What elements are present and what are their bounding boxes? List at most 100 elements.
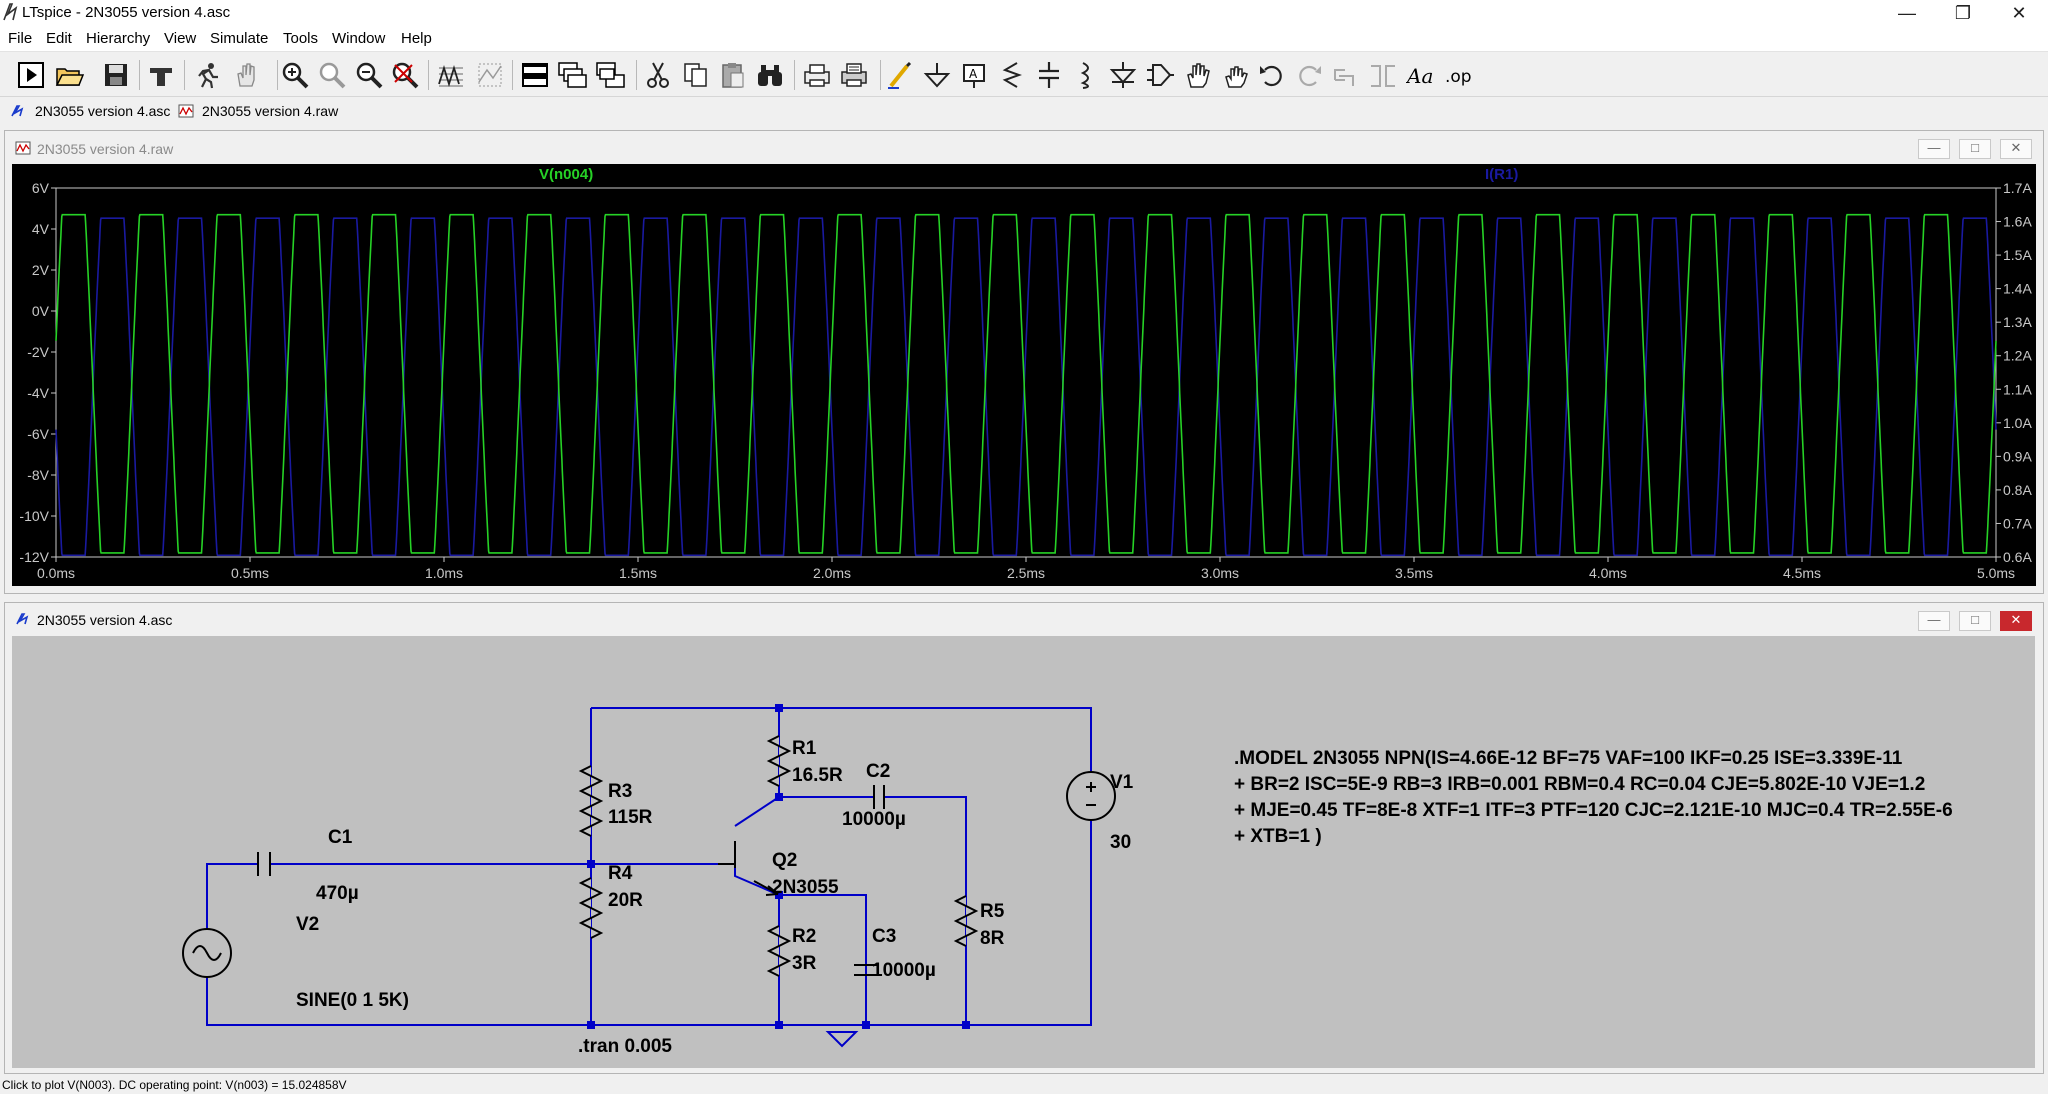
menu-view[interactable]: View <box>164 30 197 47</box>
model-line-4: + XTB=1 ) <box>1234 826 1322 847</box>
y-right-tick-label: 1.4A <box>2003 281 2032 297</box>
undo-icon[interactable] <box>1257 60 1287 90</box>
zoom-area-icon[interactable] <box>317 60 347 90</box>
y-right-tick-label: 0.9A <box>2003 448 2032 464</box>
v2-name: V2 <box>296 914 319 935</box>
menu-help[interactable]: Help <box>401 30 432 47</box>
menu-hierarchy[interactable]: Hierarchy <box>86 30 151 47</box>
junctions <box>587 704 970 1029</box>
y-right-tick-label: 0.6A <box>2003 549 2032 565</box>
print-setup-icon[interactable] <box>839 60 869 90</box>
control-panel-icon[interactable] <box>146 60 176 90</box>
zoom-out-icon[interactable] <box>354 60 384 90</box>
rotate-icon[interactable] <box>1331 60 1361 90</box>
x-tick-label: 5.0ms <box>1977 565 2015 581</box>
model-line-1: .MODEL 2N3055 NPN(IS=4.66E-12 BF=75 VAF=… <box>1234 748 1903 769</box>
r1-name: R1 <box>792 738 817 759</box>
label-net-icon[interactable]: A <box>959 60 989 90</box>
drag-hand-icon[interactable] <box>1220 60 1250 90</box>
c2-name: C2 <box>866 761 890 782</box>
paste-icon[interactable] <box>718 60 748 90</box>
zoom-fit-icon[interactable] <box>390 60 420 90</box>
r3-name: R3 <box>608 781 632 802</box>
spice-directive-icon[interactable]: .op <box>1443 60 1473 90</box>
y-right-tick-label: 1.1A <box>2003 381 2032 397</box>
c1-value: 470µ <box>316 883 359 904</box>
copy-icon[interactable] <box>681 60 711 90</box>
schematic-close-button[interactable]: ✕ <box>2000 611 2032 631</box>
r4-value: 20R <box>608 890 643 911</box>
y-left-tick-label: -2V <box>27 344 49 360</box>
v1-name: V1 <box>1110 772 1134 793</box>
y-right-tick-label: 0.8A <box>2003 482 2032 498</box>
svg-text:Aa: Aa <box>1406 64 1433 88</box>
tile-vertical-icon[interactable] <box>595 60 625 90</box>
x-tick-label: 2.5ms <box>1007 565 1045 581</box>
diode-icon[interactable] <box>1108 60 1138 90</box>
schematic-icon <box>11 105 24 117</box>
zoom-in-icon[interactable] <box>280 60 310 90</box>
wires <box>206 707 1092 1026</box>
y-left-tick-label: -8V <box>27 467 49 483</box>
grid-icon[interactable] <box>475 60 505 90</box>
find-icon[interactable] <box>755 60 785 90</box>
menu-tools[interactable]: Tools <box>283 30 319 47</box>
model-line-2: + BR=2 ISC=5E-9 RB=3 IRB=0.001 RBM=0.4 R… <box>1234 774 1925 795</box>
schematic-window-title: 2N3055 version 4.asc <box>37 612 173 628</box>
minimize-button[interactable]: — <box>1898 3 1916 23</box>
y-left-tick-label: -4V <box>27 385 49 401</box>
cascade-icon[interactable] <box>557 60 587 90</box>
save-icon[interactable] <box>101 60 131 90</box>
menu-simulate[interactable]: Simulate <box>210 30 269 47</box>
text-icon[interactable]: Aa <box>1405 60 1436 90</box>
r4-name: R4 <box>608 863 633 884</box>
status-bar: Click to plot V(N003). DC operating poin… <box>0 1077 2048 1094</box>
schematic-minimize-button[interactable]: — <box>1918 611 1950 631</box>
menu-window[interactable]: Window <box>332 30 386 47</box>
document-tabs: 2N3055 version 4.asc 2N3055 version 4.ra… <box>0 97 2048 125</box>
move-hand-icon[interactable] <box>1182 60 1212 90</box>
schematic-maximize-button[interactable]: □ <box>1959 611 1991 631</box>
redo-icon[interactable] <box>1294 60 1324 90</box>
trace-label-v: V(n004) <box>539 166 593 183</box>
component-icon[interactable] <box>1145 60 1175 90</box>
y-right-tick-label: 0.7A <box>2003 515 2032 531</box>
close-window-button[interactable]: ✕ <box>2011 3 2027 23</box>
cut-icon[interactable] <box>643 60 673 90</box>
x-tick-label: 3.5ms <box>1395 565 1433 581</box>
waveform-window-title: 2N3055 version 4.raw <box>37 141 174 157</box>
inductor-icon[interactable] <box>1071 60 1101 90</box>
r5-value: 8R <box>980 928 1005 949</box>
run-icon[interactable] <box>16 60 46 90</box>
print-icon[interactable] <box>802 60 832 90</box>
menu-edit[interactable]: Edit <box>46 30 72 47</box>
schematic-window-icon <box>16 613 29 625</box>
run-sim-icon[interactable] <box>193 60 223 90</box>
mirror-icon[interactable] <box>1368 60 1398 90</box>
trace-v-n004 <box>55 213 1997 554</box>
menu-file[interactable]: File <box>8 30 33 47</box>
ltspice-app-icon <box>3 3 18 21</box>
ground-icon[interactable] <box>922 60 952 90</box>
c3-value: 10000µ <box>872 960 936 981</box>
capacitor-icon[interactable] <box>1034 60 1064 90</box>
waveform-close-button[interactable]: ✕ <box>2000 139 2032 159</box>
y-right-tick-label: 1.3A <box>2003 314 2032 330</box>
waveform-maximize-button[interactable]: □ <box>1959 139 1991 159</box>
r3-value: 115R <box>608 807 653 828</box>
waveform-minimize-button[interactable]: — <box>1918 139 1950 159</box>
svg-text:A: A <box>969 67 978 81</box>
waveform-window-icon <box>15 141 31 155</box>
wire-icon[interactable] <box>885 60 915 90</box>
y-left-tick-label: -6V <box>27 426 49 442</box>
tile-horizontal-icon[interactable] <box>520 60 550 90</box>
halt-icon[interactable] <box>231 60 261 90</box>
menu-bar: File Edit Hierarchy View Simulate Tools … <box>0 27 2048 52</box>
resistor-icon[interactable] <box>997 60 1027 90</box>
restore-button[interactable]: ❐ <box>1954 3 1972 23</box>
schematic-canvas[interactable]: C1 470µ V2 SINE(0 1 5K) R3 115R R4 20R Q… <box>12 636 2035 1068</box>
open-icon[interactable] <box>54 60 85 90</box>
autorange-icon[interactable] <box>436 60 466 90</box>
c2-value: 10000µ <box>842 809 906 830</box>
